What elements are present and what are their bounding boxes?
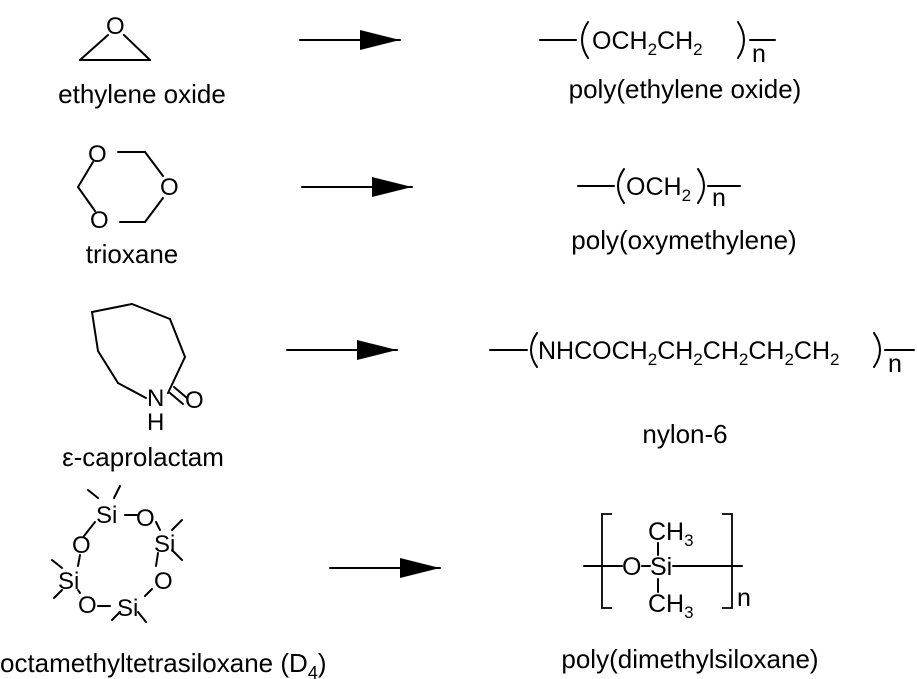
- repeat-n: n: [712, 184, 726, 212]
- nylon-6-label: nylon-6: [642, 419, 727, 449]
- repeat-n: n: [752, 40, 766, 68]
- poly-oxymethylene-label: poly(oxymethylene): [571, 225, 796, 255]
- repeat-n: n: [737, 584, 751, 612]
- svg-text:OCH2CH2: OCH2CH2: [592, 27, 703, 59]
- ethylene-oxide-label: ethylene oxide: [58, 79, 226, 109]
- trioxane-label: trioxane: [86, 239, 179, 269]
- atom-oxygen: O: [72, 532, 91, 559]
- atom-silicon: Si: [154, 531, 175, 558]
- atom-oxygen: O: [185, 387, 204, 414]
- repeat-n: n: [888, 350, 902, 378]
- atom-oxygen: O: [622, 553, 641, 581]
- nylon-6-structure: NHCOCH2CH2CH2CH2CH2 n: [489, 332, 915, 378]
- caprolactam-label: ε-caprolactam: [62, 442, 224, 472]
- poly-ethylene-oxide-structure: OCH2CH2 n: [539, 21, 776, 68]
- atom-nitrogen: N: [147, 385, 164, 412]
- d4-siloxane-structure: Si O Si O Si O Si O: [51, 485, 183, 623]
- svg-text:NHCOCH2CH2CH2CH2CH2: NHCOCH2CH2CH2CH2CH2: [538, 337, 840, 369]
- trioxane-structure: O O O: [77, 141, 179, 234]
- poly-oxymethylene-structure: OCH2 n: [577, 168, 741, 212]
- atom-silicon: Si: [96, 502, 117, 529]
- atom-silicon: Si: [650, 553, 672, 581]
- svg-text:OCH2: OCH2: [626, 173, 691, 205]
- atom-oxygen: O: [136, 505, 155, 532]
- caprolactam-structure: N H O: [91, 303, 204, 436]
- atom-oxygen: O: [154, 568, 173, 595]
- pdms-label: poly(dimethylsiloxane): [561, 644, 818, 674]
- atom-silicon: Si: [58, 568, 79, 595]
- atom-oxygen: O: [160, 174, 179, 201]
- atom-hydrogen: H: [147, 409, 164, 436]
- atom-oxygen: O: [90, 207, 109, 234]
- atom-oxygen: O: [78, 592, 97, 619]
- atom-oxygen: O: [106, 13, 125, 40]
- atom-oxygen: O: [88, 141, 107, 168]
- pdms-structure: O Si CH3 CH3 n: [583, 513, 751, 622]
- d4-siloxane-label: octamethyltetrasiloxane (D4): [0, 648, 327, 679]
- methyl-top: CH3: [648, 518, 694, 550]
- ethylene-oxide-structure: O: [79, 13, 151, 61]
- methyl-bottom: CH3: [648, 590, 694, 622]
- poly-ethylene-oxide-label: poly(ethylene oxide): [569, 74, 802, 104]
- atom-silicon: Si: [117, 595, 138, 622]
